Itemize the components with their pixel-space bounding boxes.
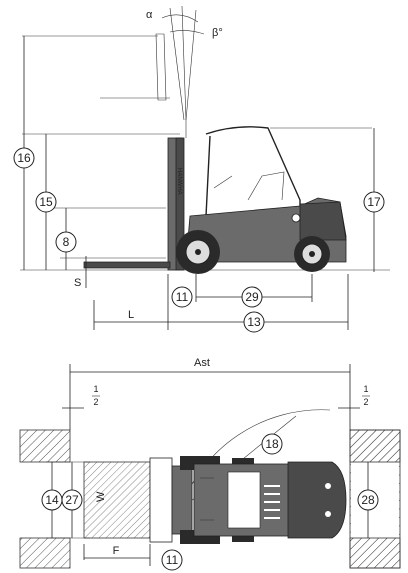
- callout-18: 18: [261, 433, 283, 455]
- s-label: S: [74, 277, 81, 289]
- svg-text:11: 11: [176, 290, 189, 304]
- seat-lines: [264, 485, 280, 519]
- svg-text:29: 29: [245, 290, 259, 304]
- forks: [83, 261, 171, 269]
- l-label: L: [128, 309, 134, 321]
- callout-13: 13: [243, 311, 265, 333]
- front-wheel: [176, 230, 220, 274]
- svg-text:18: 18: [265, 437, 279, 451]
- truck-top: [149, 456, 347, 544]
- alpha-label: α: [146, 9, 153, 21]
- rear-wheel: [294, 236, 330, 272]
- callout-17: 17: [363, 191, 385, 213]
- wall-top-left: [19, 429, 71, 463]
- raised-fork: [155, 33, 167, 101]
- tilt-angle-indicator: α β°: [146, 5, 223, 121]
- mast-brand-text: HANWHA: [176, 168, 182, 195]
- clearance-right-den: 2: [363, 397, 368, 407]
- svg-text:11: 11: [166, 553, 179, 567]
- callout-11-top: 11: [161, 549, 183, 571]
- callout-15: 15: [35, 191, 57, 213]
- mast: HANWHA: [167, 120, 187, 271]
- f-label: F: [113, 545, 120, 557]
- svg-text:27: 27: [65, 493, 79, 507]
- top-view: Ast 1 2 1 2 W: [19, 357, 401, 571]
- svg-text:17: 17: [367, 195, 381, 209]
- ast-label: Ast: [194, 357, 210, 369]
- svg-text:15: 15: [39, 195, 53, 209]
- clearance-right-num: 1: [363, 384, 368, 394]
- callout-14: 14: [41, 489, 63, 511]
- svg-text:28: 28: [361, 493, 375, 507]
- svg-text:8: 8: [63, 235, 70, 249]
- svg-text:13: 13: [247, 315, 261, 329]
- pallet: [83, 461, 151, 539]
- side-view: α β° HANWHA: [13, 5, 390, 333]
- callout-11: 11: [171, 286, 193, 308]
- callout-16: 16: [13, 147, 35, 169]
- callout-8: 8: [55, 231, 77, 253]
- callout-27: 27: [61, 489, 83, 511]
- wall-bottom-left: [19, 537, 71, 569]
- beta-label: β°: [212, 27, 223, 39]
- overhead-guard: [205, 126, 301, 212]
- callout-28: 28: [357, 489, 379, 511]
- callout-29: 29: [241, 286, 263, 308]
- svg-text:16: 16: [17, 151, 31, 165]
- clearance-left-den: 2: [93, 397, 98, 407]
- svg-text:14: 14: [45, 493, 59, 507]
- clearance-left-num: 1: [93, 384, 98, 394]
- w-label: W: [95, 491, 107, 502]
